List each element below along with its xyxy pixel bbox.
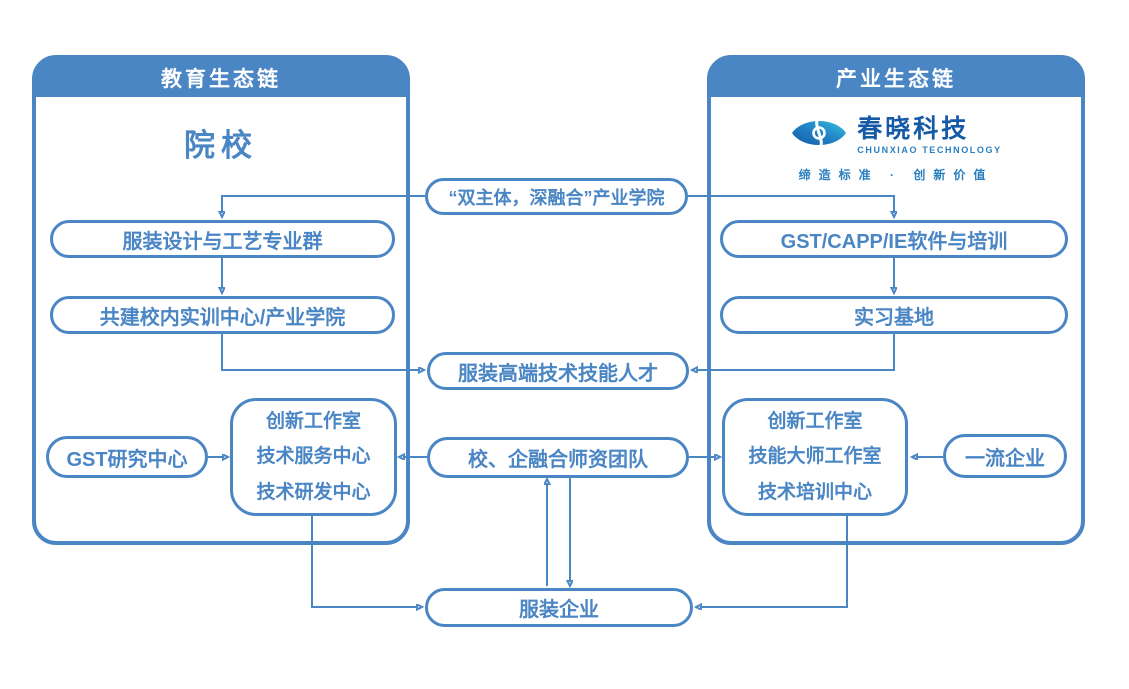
node-garment-enterprise: 服装企业	[425, 588, 693, 627]
node-industry-college: “双主体，深融合”产业学院	[425, 178, 688, 215]
colleges-title: 院校	[184, 128, 258, 163]
right-centers-line2: 技能大师工作室	[748, 446, 882, 468]
chunxiao-logo-icon	[790, 113, 848, 158]
node-left-centers: 创新工作室 技术服务中心 技术研发中心	[230, 398, 397, 516]
logo-tagline: 缔造标准 · 创新价值	[798, 168, 994, 182]
left-centers-line2: 技术服务中心	[256, 446, 371, 468]
node-internship-base: 实习基地	[720, 296, 1068, 334]
left-centers-line3: 技术研发中心	[256, 481, 371, 503]
logo-name-cn: 春晓科技	[857, 114, 970, 143]
industry-panel-header: 产业生态链	[711, 59, 1081, 97]
chunxiao-logo: 春晓科技 CHUNXIAO TECHNOLOGY 缔造标准 · 创新价值	[707, 113, 1085, 183]
logo-name-en: CHUNXIAO TECHNOLOGY	[857, 145, 1002, 156]
node-top-enterprise: 一流企业	[943, 434, 1067, 478]
right-centers-line3: 技术培训中心	[757, 481, 872, 503]
node-gst-research: GST研究中心	[46, 436, 208, 478]
node-faculty-team: 校、企融合师资团队	[427, 437, 689, 478]
education-panel-header: 教育生态链	[36, 59, 406, 97]
node-right-centers: 创新工作室 技能大师工作室 技术培训中心	[722, 398, 908, 516]
right-centers-line1: 创新工作室	[767, 411, 863, 433]
left-centers-line1: 创新工作室	[265, 411, 361, 433]
node-major-group: 服装设计与工艺专业群	[50, 220, 395, 258]
node-software-training: GST/CAPP/IE软件与培训	[720, 220, 1068, 258]
node-training-center: 共建校内实训中心/产业学院	[50, 296, 395, 334]
node-talent: 服装高端技术技能人才	[427, 352, 689, 390]
